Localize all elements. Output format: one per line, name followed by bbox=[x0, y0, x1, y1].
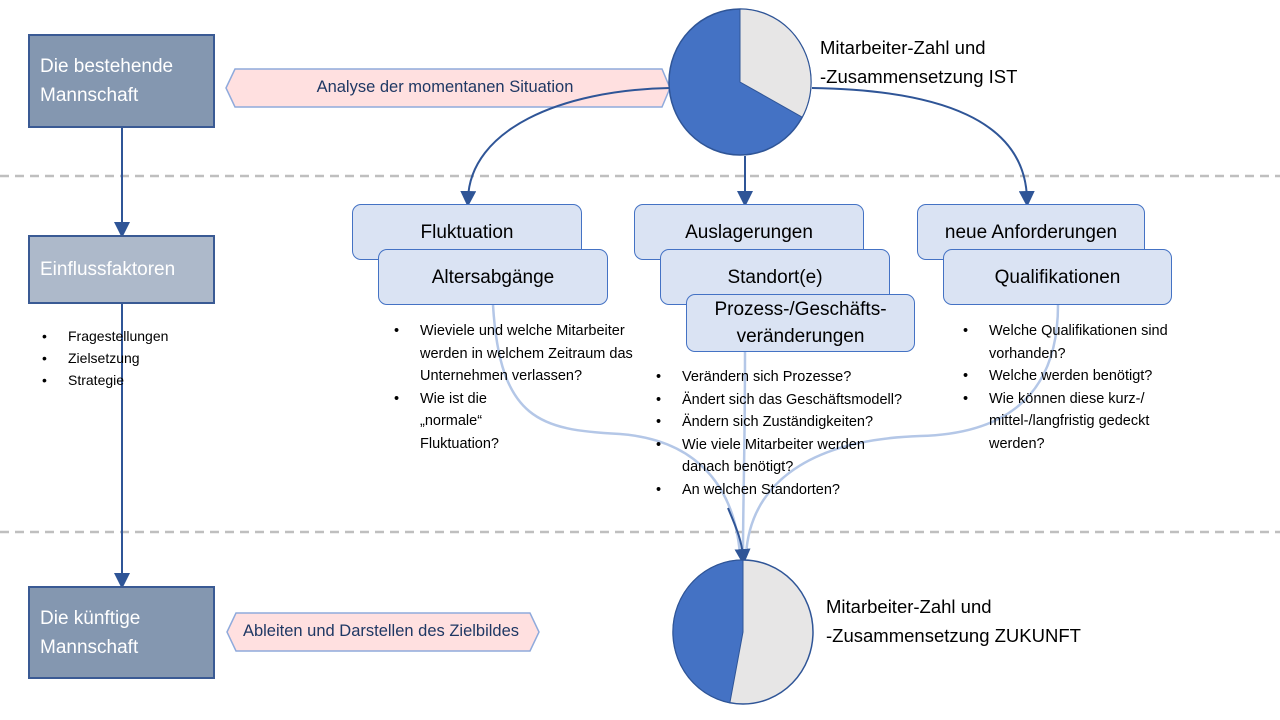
pie-current-gray-slice bbox=[739, 8, 812, 118]
future-team-label: Die künftige Mannschaft bbox=[40, 607, 141, 658]
current-team-label: Die bestehende Mannschaft bbox=[40, 56, 174, 106]
node-prozess: Prozess-/Geschäfts-veränderungen bbox=[686, 294, 915, 352]
pie-current bbox=[668, 8, 812, 156]
factors-label: Einflussfaktoren bbox=[40, 259, 176, 280]
question-item: Ändern sich Zuständigkeiten? bbox=[656, 411, 982, 434]
banner-derive-shape bbox=[226, 612, 540, 652]
pie-future-blue-slice bbox=[672, 559, 744, 704]
arrow-to-future-pie bbox=[727, 507, 751, 565]
box-current-team: Die bestehende Mannschaft bbox=[28, 34, 215, 128]
questions-group-2: Verändern sich Prozesse? Ändert sich das… bbox=[656, 366, 982, 501]
question-item: Wie können diese kurz-/ mittel-/langfris… bbox=[963, 388, 1169, 456]
factor-bullet: Fragestellungen bbox=[42, 325, 169, 347]
pie-future-label: Mitarbeiter-Zahl und -Zusammensetzung ZU… bbox=[826, 592, 1081, 650]
questions-group-3: Welche Qualifikationen sind vorhanden? W… bbox=[963, 320, 1239, 455]
box-factors: Einflussfaktoren bbox=[28, 235, 215, 304]
pie-current-label: Mitarbeiter-Zahl und -Zusammensetzung IS… bbox=[820, 33, 1017, 91]
node-qualifikationen: Qualifikationen bbox=[943, 249, 1172, 305]
question-item: Wie viele Mitarbeiter werden danach benö… bbox=[656, 434, 902, 479]
factor-bullet: Zielsetzung bbox=[42, 347, 168, 369]
pie-future-label-1: Mitarbeiter-Zahl und bbox=[826, 596, 992, 617]
pie-current-label-1: Mitarbeiter-Zahl und bbox=[820, 37, 986, 58]
question-item: Welche werden benötigt? bbox=[963, 365, 1239, 388]
pie-future bbox=[672, 559, 814, 705]
question-item: Verändern sich Prozesse? bbox=[656, 366, 982, 389]
factor-bullets: Fragestellungen Zielsetzung Strategie bbox=[40, 325, 169, 391]
arrow-to-fluktuation bbox=[460, 87, 671, 207]
pie-current-label-2: -Zusammensetzung IST bbox=[820, 66, 1018, 87]
node-altersabgaenge: Altersabgänge bbox=[378, 249, 608, 305]
questions-group-1: Wieviele und welche Mitarbeiter werden i… bbox=[394, 320, 650, 455]
question-item: Wie ist die „normale“ Fluktuation? bbox=[394, 388, 550, 456]
question-item: Ändert sich das Geschäftsmodell? bbox=[656, 389, 982, 412]
banner-derive: Ableiten und Darstellen des Zielbildes bbox=[242, 622, 520, 640]
box-future-team: Die künftige Mannschaft bbox=[28, 586, 215, 679]
question-item: Wieviele und welche Mitarbeiter werden i… bbox=[394, 320, 650, 388]
banner-analysis: Analyse der momentanen Situation bbox=[316, 78, 574, 96]
factor-bullet: Strategie bbox=[42, 369, 168, 391]
question-item: Welche Qualifikationen sind vorhanden? bbox=[963, 320, 1239, 365]
arrow-to-anforderungen bbox=[811, 87, 1035, 207]
question-item: An welchen Standorten? bbox=[656, 479, 982, 502]
pie-future-label-2: -Zusammensetzung ZUKUNFT bbox=[826, 625, 1081, 646]
